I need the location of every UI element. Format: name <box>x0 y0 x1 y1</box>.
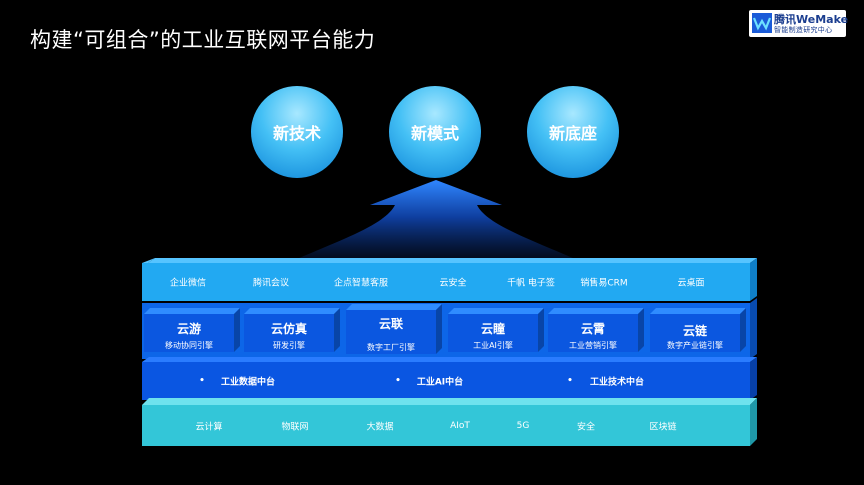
logo-subtitle: 智能制造研究中心 <box>774 26 833 34</box>
circle-new-mode: 新模式 <box>389 86 481 178</box>
engine-box-yunlian: 云联 数字工厂引擎 <box>346 310 436 354</box>
engine-box-yuntong: 云瞳 工业AI引擎 <box>448 314 538 352</box>
saas-layer: 企业微信 腾讯会议 企点智慧客服 云安全 千帆 电子签 销售易CRM 云桌面 <box>142 263 750 301</box>
base-item: 大数据 <box>366 422 394 432</box>
saas-item: 云桌面 <box>677 278 705 289</box>
wemake-logo-icon <box>752 13 772 33</box>
platform-item: 工业AI中台 <box>416 377 464 388</box>
platform-item: 工业技术中台 <box>589 377 645 388</box>
logo-brand: 腾讯WeMake <box>774 13 849 26</box>
engine-subtitle: 移动协同引擎 <box>165 341 213 350</box>
saas-item: 腾讯会议 <box>252 278 290 289</box>
base-item: 物联网 <box>281 422 309 432</box>
saas-item: 销售易CRM <box>580 278 628 289</box>
platform-item: 工业数据中台 <box>220 377 276 388</box>
base-layer: 云计算 物联网 大数据 AIoT 5G 安全 区块链 <box>142 405 750 446</box>
engine-subtitle: 工业营销引擎 <box>569 341 617 350</box>
bullet: • <box>199 376 205 386</box>
circle-new-tech: 新技术 <box>251 86 343 178</box>
bullet: • <box>567 376 573 386</box>
base-item: 区块链 <box>649 422 677 432</box>
engine-box-yunfangzhen: 云仿真 研发引擎 <box>244 314 334 352</box>
saas-item: 企业微信 <box>169 278 207 289</box>
circle-new-base: 新底座 <box>527 86 619 178</box>
engine-title: 云链 <box>682 324 707 338</box>
base-item: 安全 <box>576 422 596 432</box>
page-title: 构建“可组合”的工业互联网平台能力 <box>30 28 376 52</box>
wemake-logo: 腾讯WeMake 智能制造研究中心 <box>749 10 849 37</box>
platform-layer: • 工业数据中台 • 工业AI中台 • 工业技术中台 <box>142 362 750 400</box>
engine-title: 云霄 <box>580 322 605 336</box>
saas-item: 云安全 <box>439 278 467 289</box>
saas-item: 企点智慧客服 <box>333 278 389 289</box>
engine-title: 云瞳 <box>480 322 505 336</box>
engine-title: 云游 <box>176 322 201 336</box>
bullet: • <box>395 376 401 386</box>
base-item: 云计算 <box>195 422 223 432</box>
saas-item: 千帆 电子签 <box>507 278 555 289</box>
engine-subtitle: 数字产业链引擎 <box>667 341 723 350</box>
engine-subtitle: 工业AI引擎 <box>473 341 513 350</box>
engine-box-yunxiao: 云霄 工业营销引擎 <box>548 314 638 352</box>
engine-box-yunyou: 云游 移动协同引擎 <box>144 314 234 352</box>
engine-subtitle: 数字工厂引擎 <box>367 343 415 352</box>
base-item: 5G <box>516 420 530 431</box>
engine-title: 云联 <box>378 317 403 331</box>
engine-subtitle: 研发引擎 <box>273 341 305 350</box>
base-item: AIoT <box>450 420 470 431</box>
engine-box-yunlian-chain: 云链 数字产业链引擎 <box>650 314 740 352</box>
engine-title: 云仿真 <box>270 322 307 336</box>
